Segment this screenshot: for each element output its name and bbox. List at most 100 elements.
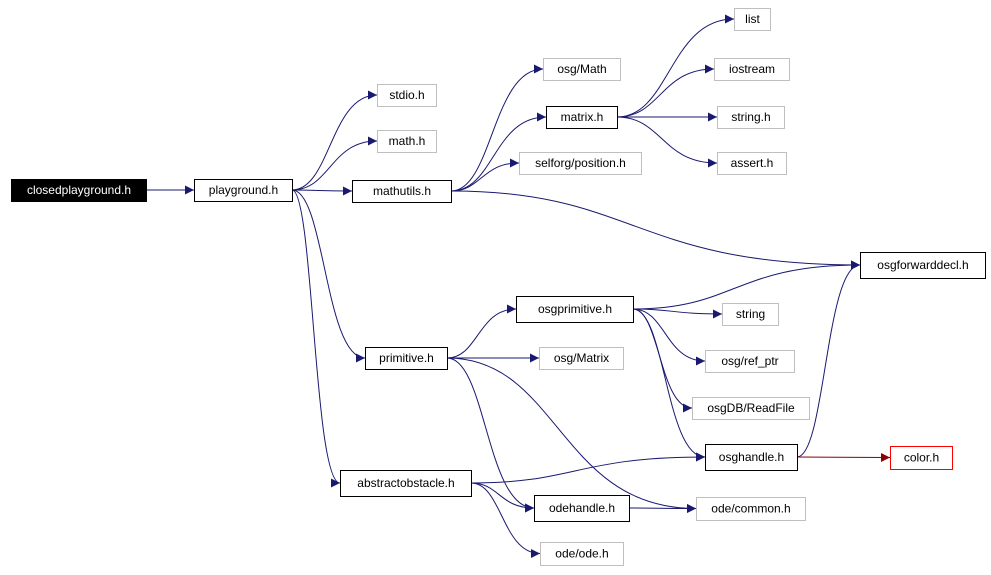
node-label: osghandle.h	[719, 450, 784, 464]
node-box	[11, 179, 147, 202]
node-label: ode/common.h	[711, 502, 790, 516]
node-mathutils[interactable]: mathutils.h	[352, 180, 452, 203]
node-box	[705, 444, 798, 471]
node-box	[546, 106, 618, 129]
node-box	[860, 252, 986, 279]
edge-matrix-to-list	[616, 14, 735, 118]
node-label: closedplayground.h	[27, 183, 131, 197]
node-osgforwarddecl[interactable]: osgforwarddecl.h	[860, 252, 986, 279]
edge-mathutils-to-matrix	[450, 112, 547, 192]
node-box	[543, 58, 621, 81]
node-label: osg/Matrix	[554, 351, 609, 365]
node-label: iostream	[729, 62, 775, 76]
node-label: osgDB/ReadFile	[707, 401, 795, 415]
edge-mathutils-to-osg_math	[450, 64, 544, 192]
edge-playground-to-mathutils	[291, 186, 353, 196]
nodes-layer: closedplayground.h playground.h stdio.h mat…	[11, 8, 986, 566]
node-label: list	[745, 12, 760, 26]
node-box	[516, 296, 634, 323]
node-box	[352, 180, 452, 203]
node-box	[340, 470, 472, 497]
node-odehandle[interactable]: odehandle.h	[534, 495, 630, 522]
node-color[interactable]: color.h	[890, 446, 953, 470]
node-label: ode/ode.h	[555, 547, 608, 561]
node-box	[696, 497, 806, 521]
node-osg_math[interactable]: osg/Math	[543, 58, 621, 81]
edge-mathutils-to-osgforwarddecl	[450, 190, 861, 270]
node-box	[734, 8, 771, 31]
node-iostream[interactable]: iostream	[714, 58, 790, 81]
edges-layer	[145, 14, 891, 558]
node-label: osg/Math	[557, 62, 606, 76]
node-label: odehandle.h	[549, 501, 615, 515]
node-assert_h[interactable]: assert.h	[717, 152, 787, 175]
edge-osgprimitive-to-osg_ref_ptr	[632, 308, 706, 366]
edge-playground-to-stdio	[291, 90, 378, 191]
edge-primitive-to-odehandle	[446, 357, 535, 513]
node-label: abstractobstacle.h	[357, 476, 454, 490]
edge-matrix-to-iostream	[616, 64, 715, 118]
node-box	[377, 84, 437, 107]
node-label: assert.h	[731, 156, 774, 170]
node-label: matrix.h	[561, 110, 604, 124]
node-box	[194, 179, 293, 202]
node-box	[714, 58, 790, 81]
node-label: stdio.h	[389, 88, 424, 102]
node-box	[365, 347, 448, 370]
edge-osgprimitive-to-osgforwarddecl	[632, 260, 861, 310]
node-osgprimitive[interactable]: osgprimitive.h	[516, 296, 634, 323]
node-label: selforg/position.h	[535, 156, 626, 170]
node-box	[539, 347, 624, 370]
node-osg_matrix[interactable]: osg/Matrix	[539, 347, 624, 370]
node-primitive[interactable]: primitive.h	[365, 347, 448, 370]
node-label: osgprimitive.h	[538, 302, 612, 316]
node-string_h[interactable]: string.h	[717, 106, 785, 129]
node-label: string.h	[731, 110, 770, 124]
edge-playground-to-math	[291, 136, 378, 191]
node-matrix[interactable]: matrix.h	[546, 106, 618, 129]
node-box	[722, 303, 779, 326]
node-abstractobstacle[interactable]: abstractobstacle.h	[340, 470, 472, 497]
edge-odehandle-to-ode_common	[628, 503, 697, 513]
node-label: osgforwarddecl.h	[877, 258, 968, 272]
node-label: string	[736, 307, 765, 321]
node-box	[717, 106, 785, 129]
node-string[interactable]: string	[722, 303, 779, 326]
node-label: playground.h	[209, 183, 278, 197]
node-selforg_position[interactable]: selforg/position.h	[519, 152, 642, 175]
node-osg_ref_ptr[interactable]: osg/ref_ptr	[705, 350, 795, 373]
node-box	[717, 152, 787, 175]
edge-abstractobstacle-to-ode_ode	[470, 482, 541, 558]
edge-matrix-to-assert_h	[616, 116, 718, 168]
node-box	[692, 397, 810, 420]
node-closedplayground[interactable]: closedplayground.h	[11, 179, 147, 202]
node-box	[705, 350, 795, 373]
edge-osghandle-to-osgforwarddecl	[796, 260, 861, 458]
node-box	[540, 542, 624, 566]
node-box	[890, 446, 953, 470]
node-ode_common[interactable]: ode/common.h	[696, 497, 806, 521]
node-label: osg/ref_ptr	[721, 354, 778, 368]
node-label: color.h	[904, 451, 939, 465]
node-math[interactable]: math.h	[377, 130, 437, 153]
edge-primitive-to-ode_common	[446, 357, 697, 513]
node-box	[534, 495, 630, 522]
node-stdio[interactable]: stdio.h	[377, 84, 437, 107]
edge-playground-to-primitive	[291, 189, 366, 363]
node-osghandle[interactable]: osghandle.h	[705, 444, 798, 471]
node-ode_ode[interactable]: ode/ode.h	[540, 542, 624, 566]
node-label: math.h	[389, 134, 426, 148]
edge-mathutils-to-selforg_position	[450, 158, 520, 192]
node-label: mathutils.h	[373, 184, 431, 198]
edge-playground-to-abstractobstacle	[291, 189, 341, 488]
node-box	[519, 152, 642, 175]
edge-osghandle-to-color	[796, 452, 891, 462]
edge-abstractobstacle-to-odehandle	[470, 482, 535, 513]
edge-abstractobstacle-to-osghandle	[470, 452, 706, 484]
node-osgdb_readfile[interactable]: osgDB/ReadFile	[692, 397, 810, 420]
node-playground[interactable]: playground.h	[194, 179, 293, 202]
node-list[interactable]: list	[734, 8, 771, 31]
edge-osgprimitive-to-osgdb_readfile	[632, 308, 693, 413]
edge-osgprimitive-to-osghandle	[632, 308, 706, 462]
